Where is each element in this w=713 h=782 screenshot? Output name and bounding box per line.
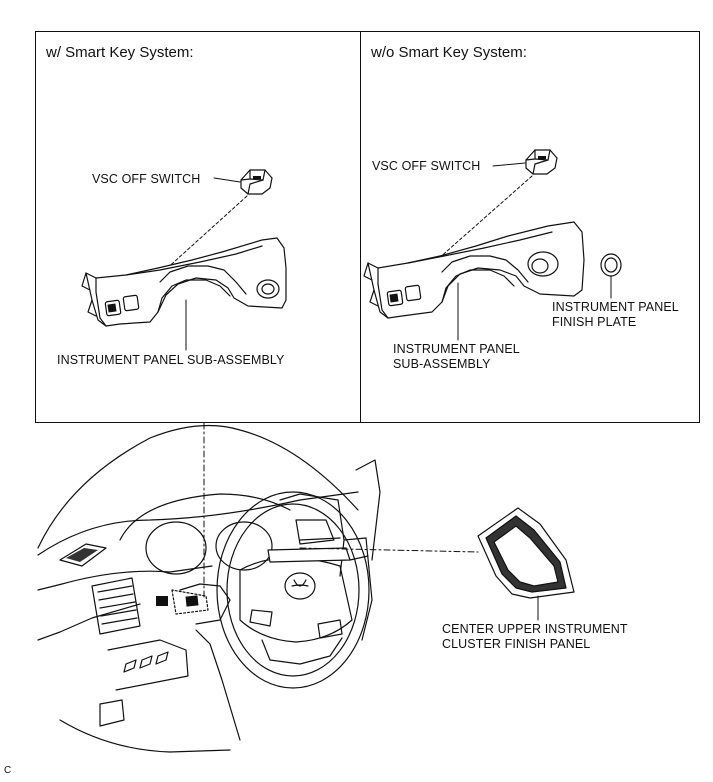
right-instrument-panel-label-line2: SUB-ASSEMBLY: [393, 357, 491, 371]
cluster-finish-panel-part: [477, 507, 575, 599]
finish-plate-label-line1: INSTRUMENT PANEL: [552, 300, 679, 314]
panel-header-with-smart-key: w/ Smart Key System:: [46, 44, 194, 61]
right-switch-leader: [492, 162, 526, 167]
panel-header-without-smart-key: w/o Smart Key System:: [371, 44, 527, 61]
left-vsc-off-switch-part: [240, 169, 273, 195]
cluster-finish-panel-label-line1: CENTER UPPER INSTRUMENT: [442, 622, 628, 636]
left-vsc-off-switch-label: VSC OFF SWITCH: [92, 172, 201, 186]
left-switch-leader: [213, 177, 241, 183]
dashboard-illustration: [37, 424, 381, 753]
corner-code: C: [4, 765, 12, 776]
cluster-panel-connector: [299, 547, 479, 553]
right-instrument-panel-label-line1: INSTRUMENT PANEL: [393, 342, 520, 356]
panel-without-smart-key: w/o Smart Key System:: [360, 31, 700, 423]
finish-plate-label-line2: FINISH PLATE: [552, 315, 637, 329]
right-vsc-off-switch-label: VSC OFF SWITCH: [372, 159, 481, 173]
right-instrument-panel-part: [363, 221, 585, 319]
left-instrument-panel-label: INSTRUMENT PANEL SUB-ASSEMBLY: [57, 353, 285, 367]
left-instrument-panel-part: [81, 237, 287, 327]
cluster-finish-panel-label-line2: CLUSTER FINISH PANEL: [442, 637, 591, 651]
right-vsc-off-switch-part: [525, 149, 558, 175]
